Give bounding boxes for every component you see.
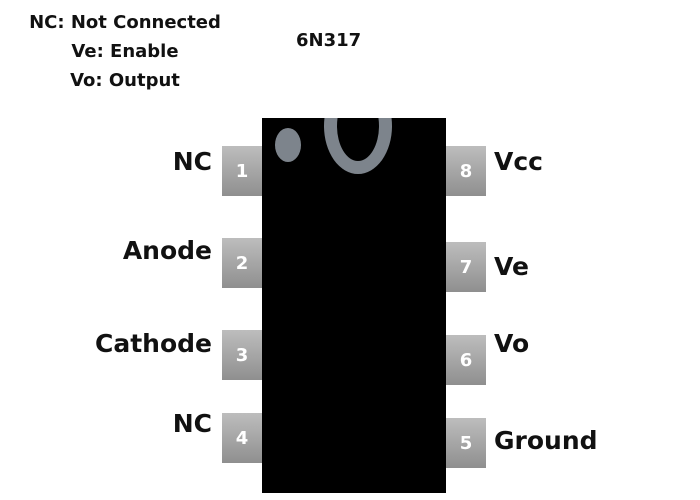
pin-8: 8 [446,146,486,196]
pin-2-label: Anode [122,236,212,265]
pin-6-label: Vo [494,329,530,358]
chip-title: 6N317 [296,30,362,51]
legend: NC: Not Connected Ve: Enable Vo: Output [0,8,250,95]
pin-1: 1 [222,146,262,196]
pin-5: 5 [446,418,486,468]
pin-2: 2 [222,238,262,288]
legend-nc: NC: Not Connected [29,12,221,33]
pin-3: 3 [222,330,262,380]
pin-4-label: NC [172,409,212,438]
pin-3-label: Cathode [95,329,212,358]
pin-5-label: Ground [494,426,598,455]
pin-7-label: Ve [494,252,529,281]
legend-ve: Ve: Enable [71,41,179,62]
legend-vo: Vo: Output [70,70,180,91]
pin1-dot-marker [275,128,301,162]
pin-1-label: NC [172,147,212,176]
chip-body [262,118,446,493]
pin-7: 7 [446,242,486,292]
pin-4: 4 [222,413,262,463]
pin-6: 6 [446,335,486,385]
chip-notch [324,118,392,174]
pin-8-label: Vcc [494,147,543,176]
